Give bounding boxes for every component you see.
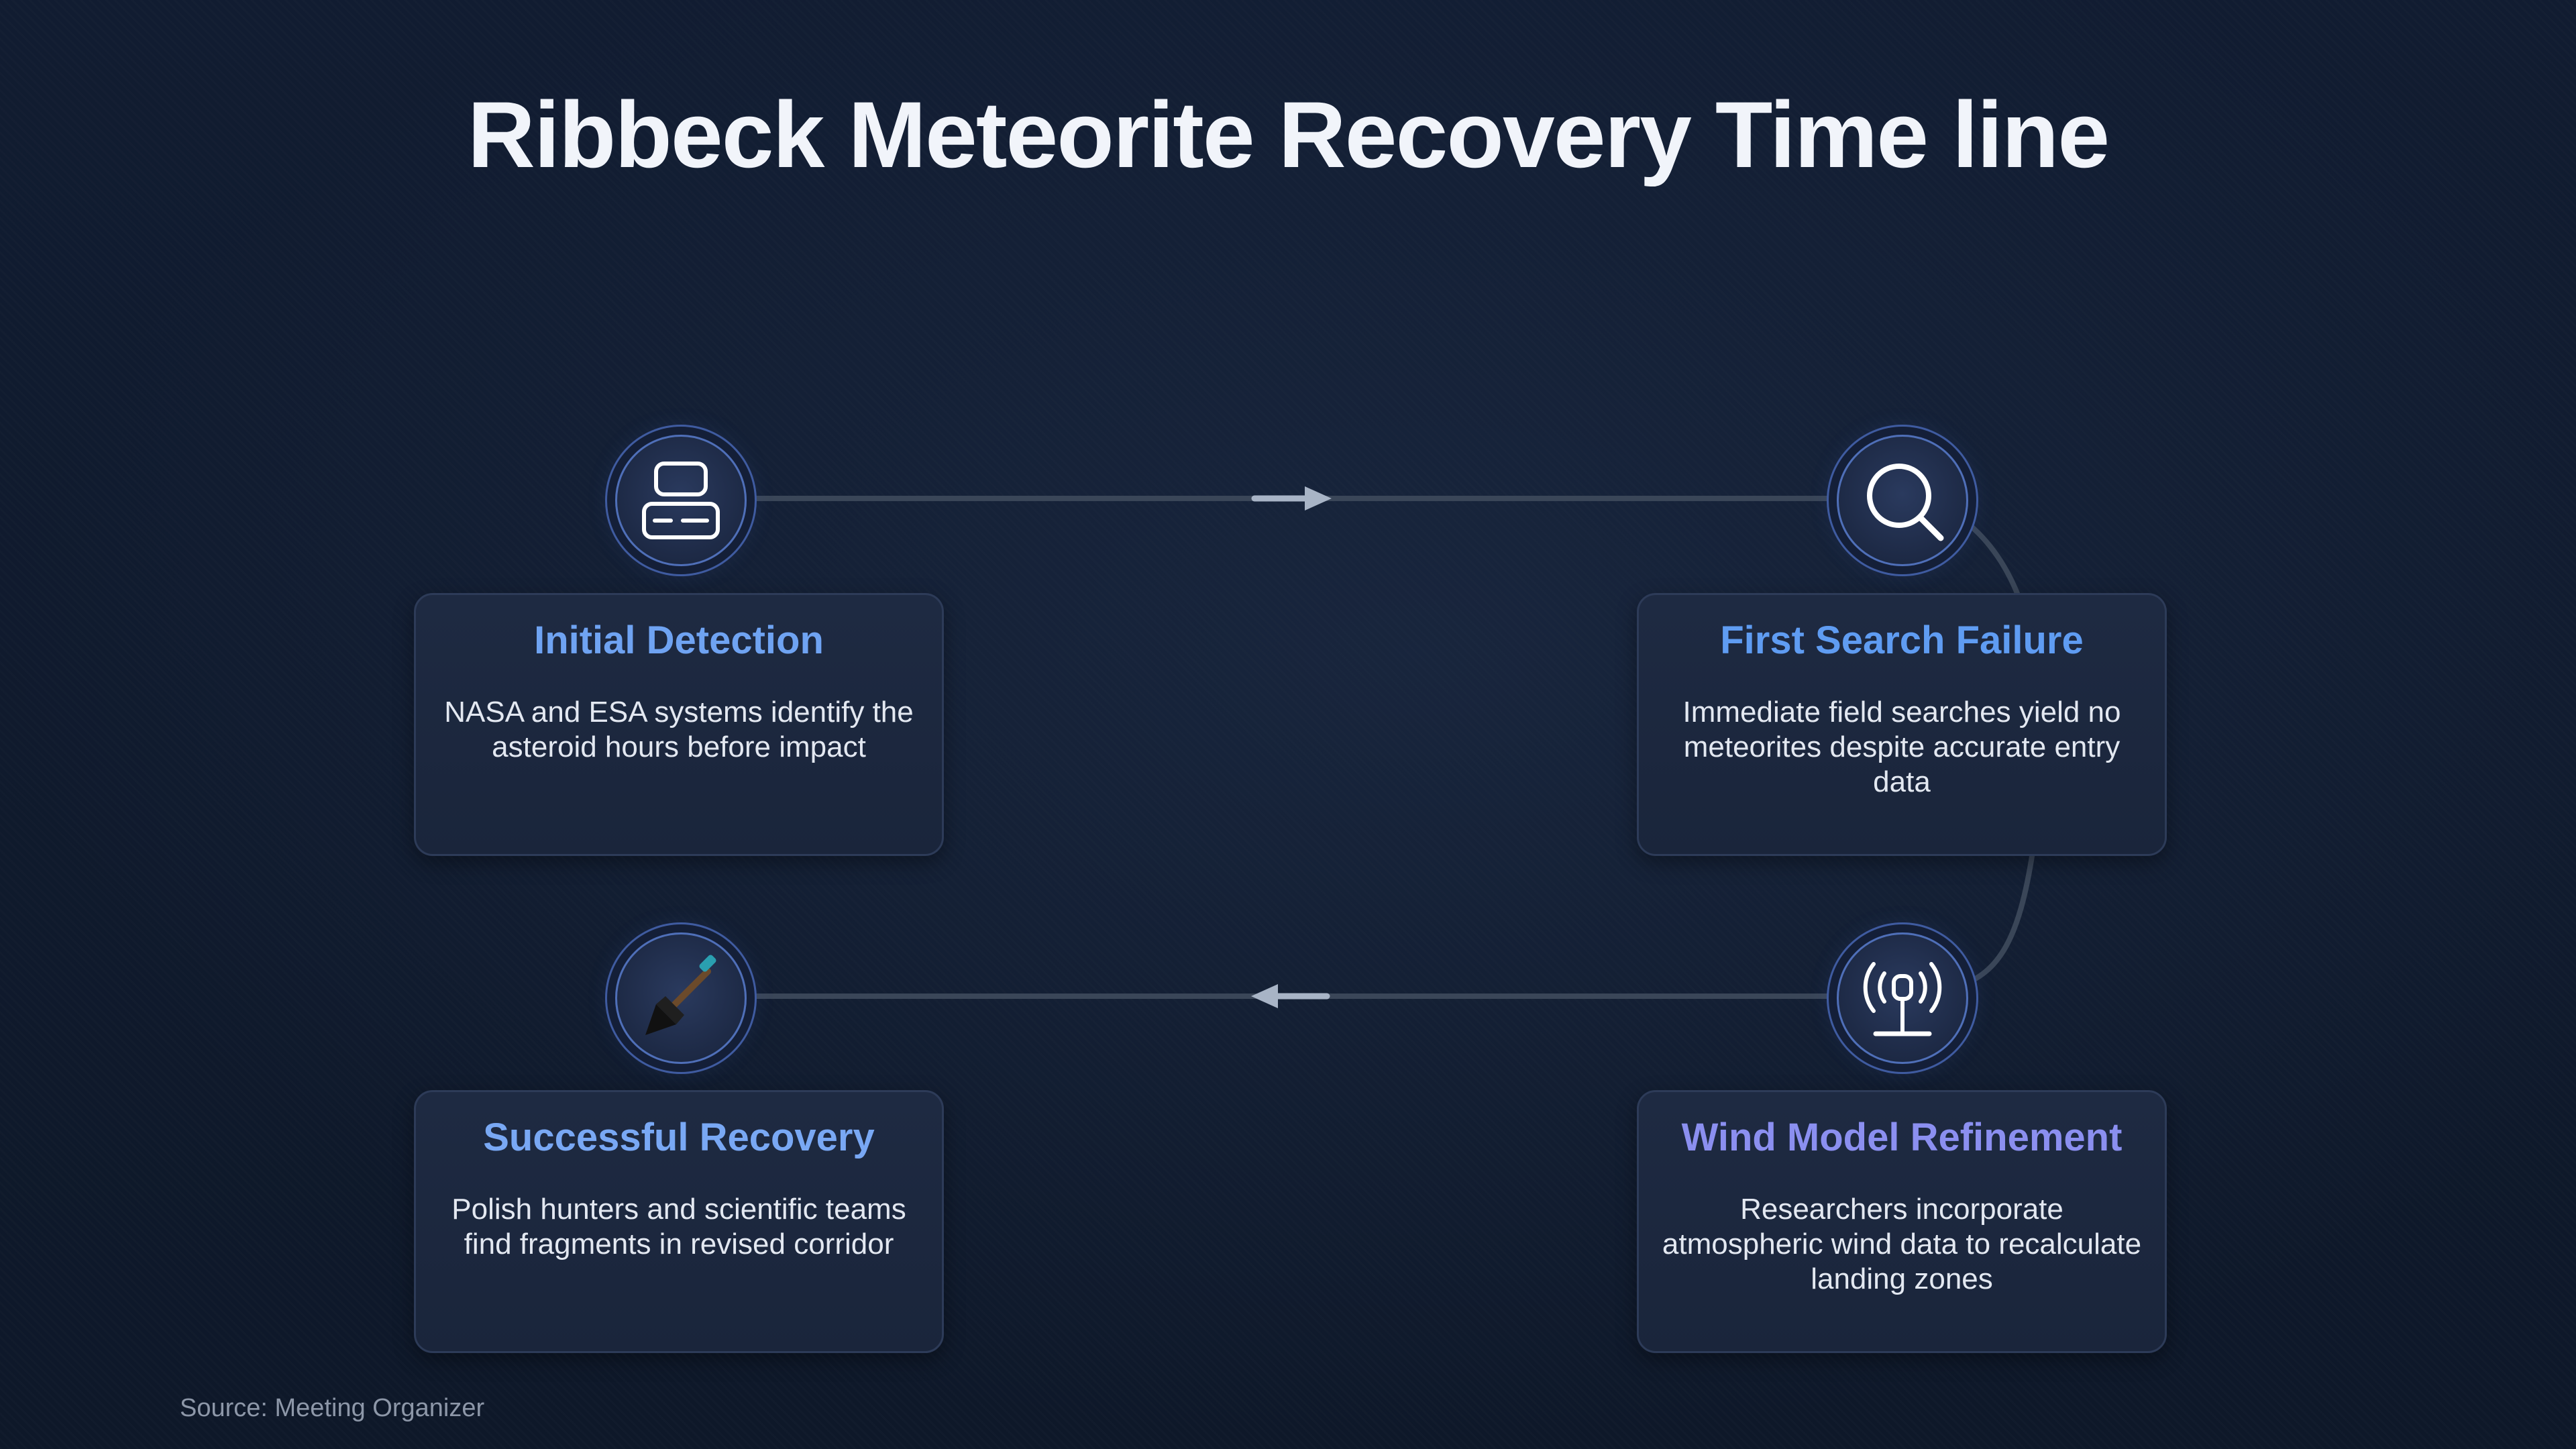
arrow-right-icon	[1251, 486, 1332, 511]
shovel-icon	[645, 955, 716, 1035]
step-description: Immediate field searches yield no meteor…	[1682, 696, 2121, 798]
step-description: Polish hunters and scientific teams find…	[451, 1193, 906, 1260]
shovel-node	[615, 932, 747, 1064]
step-card-successful-recovery: Successful Recovery Polish hunters and s…	[414, 1090, 944, 1353]
step-title: Successful Recovery	[483, 1116, 875, 1159]
step-title: First Search Failure	[1720, 619, 2084, 662]
arrow-left-icon	[1251, 984, 1330, 1008]
step-title: Wind Model Refinement	[1681, 1116, 2123, 1159]
magnifier-icon	[1867, 464, 1944, 541]
computer-node	[615, 435, 747, 566]
computer-icon	[642, 462, 720, 539]
step-title: Initial Detection	[534, 619, 824, 662]
antenna-icon	[1863, 962, 1942, 1036]
magnifier-node	[1837, 435, 1968, 566]
step-description: NASA and ESA systems identify the astero…	[444, 696, 914, 763]
source-note: Source: Meeting Organizer	[180, 1394, 485, 1422]
page-title: Ribbeck Meteorite Recovery Time line	[467, 82, 2110, 187]
step-description: Researchers incorporate atmospheric wind…	[1662, 1193, 2142, 1295]
antenna-node	[1837, 932, 1968, 1064]
step-card-first-search-failure: First Search Failure Immediate field sea…	[1637, 593, 2167, 856]
step-card-wind-model-refinement: Wind Model Refinement Researchers incorp…	[1637, 1090, 2167, 1353]
step-card-initial-detection: Initial Detection NASA and ESA systems i…	[414, 593, 944, 856]
